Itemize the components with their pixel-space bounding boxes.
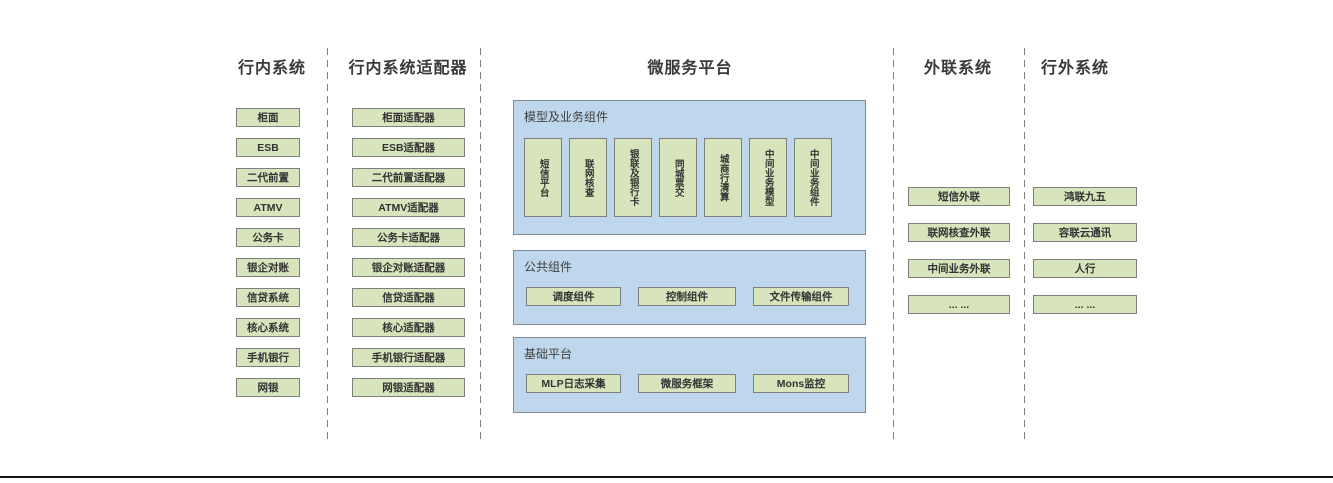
section-label: 模型及业务组件 <box>524 110 609 124</box>
column-separator <box>893 48 894 440</box>
column-separator <box>480 48 481 440</box>
column-separator <box>1024 48 1025 440</box>
column-title-outside-bank-systems: 行外系统 <box>1040 60 1110 77</box>
common-component-box: 文件传输组件 <box>753 287 849 306</box>
inbank-adapters-column: 柜面适配器 ESB适配器 二代前置适配器 ATMV适配器 公务卡适配器 银企对账… <box>352 108 465 397</box>
inbank-system-box: 核心系统 <box>236 318 300 337</box>
outside-bank-box: 鸿联九五 <box>1033 187 1137 206</box>
section-label: 基础平台 <box>524 347 573 361</box>
adapter-box: 信贷适配器 <box>352 288 465 307</box>
inbank-system-box: 公务卡 <box>236 228 300 247</box>
adapter-box: 网银适配器 <box>352 378 465 397</box>
model-components-row: 短信平台 联网核查 银联及银行卡 同城票交 城商行清算 中间业务模型 中间业务组… <box>524 138 832 217</box>
model-component-box: 同城票交 <box>659 138 697 217</box>
inbank-system-box: 二代前置 <box>236 168 300 187</box>
inbank-system-box: 网银 <box>236 378 300 397</box>
adapter-box: 公务卡适配器 <box>352 228 465 247</box>
outside-bank-box: ... ... <box>1033 295 1137 314</box>
bottom-divider-line <box>0 476 1333 478</box>
adapter-box: ATMV适配器 <box>352 198 465 217</box>
column-title-inbank-systems: 行内系统 <box>237 60 307 77</box>
column-title-inbank-adapters: 行内系统适配器 <box>348 60 468 77</box>
base-platform-section: 基础平台 MLP日志采集 微服务框架 Mons监控 <box>513 337 866 413</box>
section-label: 公共组件 <box>524 260 573 274</box>
inbank-system-box: 手机银行 <box>236 348 300 367</box>
common-component-box: 调度组件 <box>526 287 621 306</box>
model-component-box: 短信平台 <box>524 138 562 217</box>
model-component-box: 联网核查 <box>569 138 607 217</box>
column-separator <box>327 48 328 440</box>
inbank-system-box: 信贷系统 <box>236 288 300 307</box>
model-component-box: 中间业务组件 <box>794 138 832 217</box>
model-component-box: 中间业务模型 <box>749 138 787 217</box>
model-business-components-section: 模型及业务组件 短信平台 联网核查 银联及银行卡 同城票交 城商行清算 中间业务… <box>513 100 866 235</box>
external-link-box: 中间业务外联 <box>908 259 1010 278</box>
adapter-box: 柜面适配器 <box>352 108 465 127</box>
common-component-box: 控制组件 <box>638 287 736 306</box>
outside-bank-box: 人行 <box>1033 259 1137 278</box>
column-title-microservice-platform: 微服务平台 <box>647 60 733 77</box>
column-title-external-link-systems: 外联系统 <box>923 60 993 77</box>
external-link-box: 短信外联 <box>908 187 1010 206</box>
base-platform-row: MLP日志采集 微服务框架 Mons监控 <box>526 374 849 393</box>
inbank-system-box: 柜面 <box>236 108 300 127</box>
model-component-box: 城商行清算 <box>704 138 742 217</box>
base-platform-box: Mons监控 <box>753 374 849 393</box>
inbank-systems-column: 柜面 ESB 二代前置 ATMV 公务卡 银企对账 信贷系统 核心系统 手机银行… <box>236 108 300 397</box>
base-platform-box: 微服务框架 <box>638 374 736 393</box>
inbank-system-box: ESB <box>236 138 300 157</box>
external-link-box: 联网核查外联 <box>908 223 1010 242</box>
base-platform-box: MLP日志采集 <box>526 374 621 393</box>
adapter-box: 手机银行适配器 <box>352 348 465 367</box>
external-link-systems-column: 短信外联 联网核查外联 中间业务外联 ... ... <box>908 187 1010 314</box>
adapter-box: 核心适配器 <box>352 318 465 337</box>
adapter-box: 二代前置适配器 <box>352 168 465 187</box>
outside-bank-systems-column: 鸿联九五 容联云通讯 人行 ... ... <box>1033 187 1137 314</box>
outside-bank-box: 容联云通讯 <box>1033 223 1137 242</box>
adapter-box: 银企对账适配器 <box>352 258 465 277</box>
external-link-box: ... ... <box>908 295 1010 314</box>
common-components-row: 调度组件 控制组件 文件传输组件 <box>526 287 849 306</box>
inbank-system-box: 银企对账 <box>236 258 300 277</box>
common-components-section: 公共组件 调度组件 控制组件 文件传输组件 <box>513 250 866 325</box>
model-component-box: 银联及银行卡 <box>614 138 652 217</box>
adapter-box: ESB适配器 <box>352 138 465 157</box>
inbank-system-box: ATMV <box>236 198 300 217</box>
